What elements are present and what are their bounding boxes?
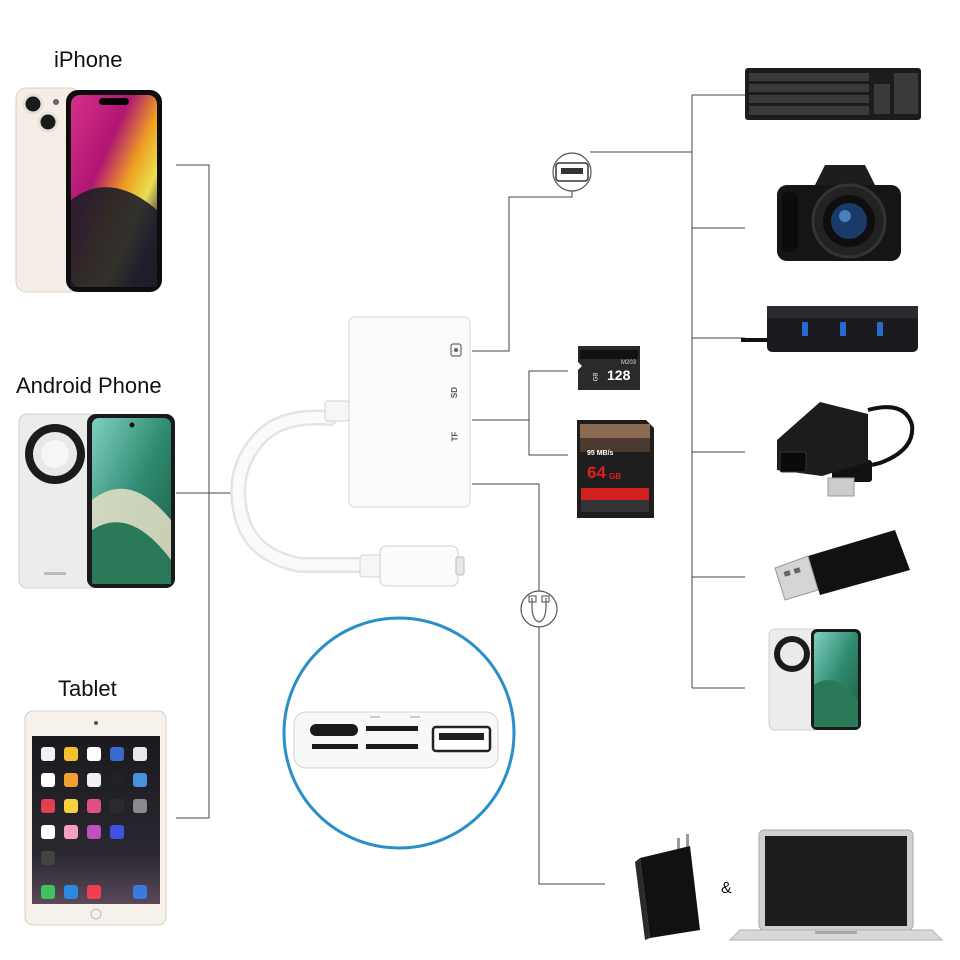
micro-sd-model: M203: [621, 360, 637, 366]
tablet-label: Tablet: [58, 676, 117, 701]
android-phone-label: Android Phone: [16, 373, 162, 398]
ampersand: &: [721, 880, 732, 897]
app-icon-grid: [41, 747, 147, 899]
sd-speed: 95 MB/s: [587, 450, 614, 457]
micro-sd-capacity: 128: [607, 367, 631, 383]
sd-capacity: 64: [587, 463, 606, 482]
iphone-label: iPhone: [54, 47, 123, 72]
sd-unit: GB: [609, 472, 621, 481]
